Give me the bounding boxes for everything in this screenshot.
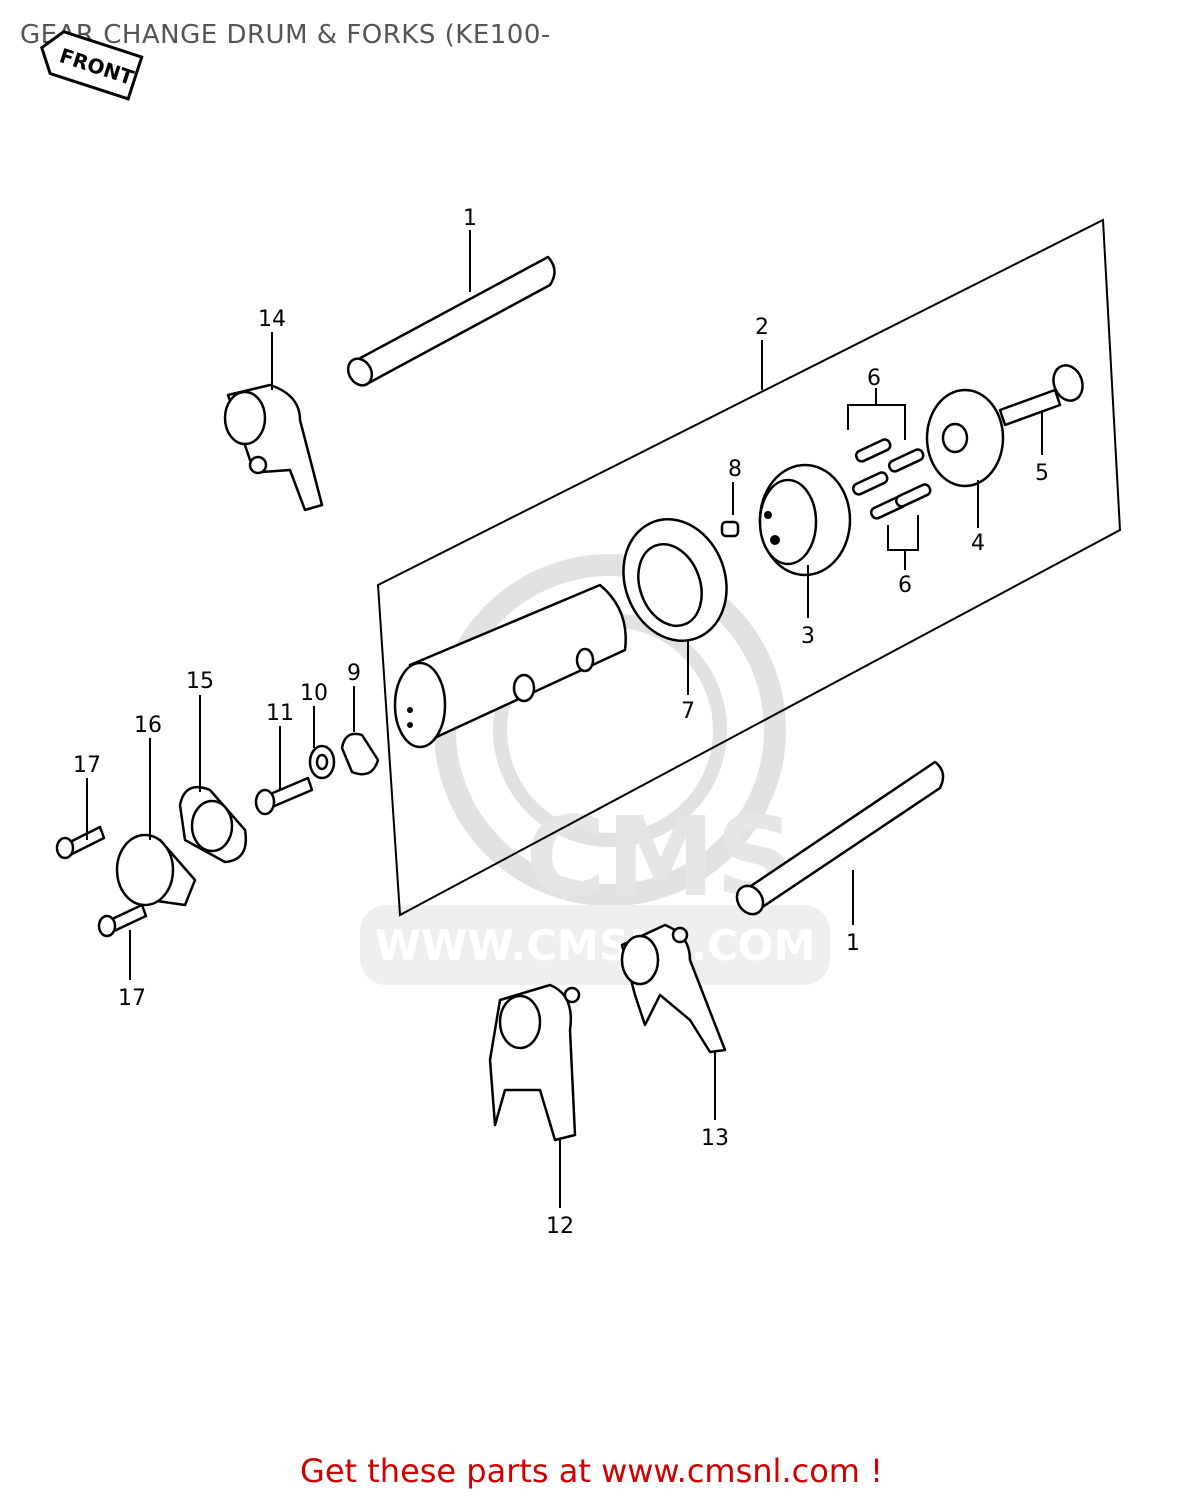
shift-rod-lower	[735, 760, 945, 916]
callout-2: 2	[755, 315, 769, 340]
stopper-9	[340, 732, 380, 776]
callout-13: 13	[701, 1126, 729, 1151]
plate-4	[925, 388, 1005, 488]
callout-4: 4	[971, 531, 985, 556]
callout-8: 8	[728, 457, 742, 482]
callout-17-lower: 17	[118, 986, 146, 1011]
callout-labels: 1 1 2 3 4 5 6 6 7 8 9 10 11 12 13 14 15 …	[73, 206, 1049, 1239]
footer-cta-link[interactable]: Get these parts at www.cmsnl.com !	[300, 1452, 883, 1490]
callout-17-upper: 17	[73, 753, 101, 778]
shift-fork-14	[223, 383, 324, 512]
callout-5: 5	[1035, 461, 1049, 486]
drum-assembly-outline	[376, 218, 1122, 917]
cover-16	[115, 833, 197, 907]
callout-3: 3	[801, 624, 815, 649]
callout-1-lower: 1	[846, 931, 860, 956]
callout-15: 15	[186, 669, 214, 694]
pins-6	[847, 404, 932, 551]
callout-1-upper: 1	[463, 206, 477, 231]
bolt-11	[254, 776, 314, 816]
ball-bearing-7	[622, 518, 728, 642]
callout-14: 14	[258, 307, 286, 332]
gear-change-drum	[393, 583, 627, 749]
callout-12: 12	[546, 1214, 574, 1239]
callout-6-lower: 6	[898, 573, 912, 598]
callout-11: 11	[266, 701, 294, 726]
front-arrow-icon: FRONT	[39, 30, 144, 101]
shift-rod-upper	[346, 255, 556, 387]
callout-10: 10	[300, 681, 328, 706]
leader-lines	[86, 230, 1043, 1208]
callout-16: 16	[134, 713, 162, 738]
gasket-15	[178, 785, 248, 864]
bolt-5	[998, 364, 1084, 427]
callout-6-upper: 6	[867, 366, 881, 391]
callout-9: 9	[347, 661, 361, 686]
screw-17-lower	[97, 903, 148, 938]
change-drum-cam-3	[758, 463, 852, 577]
pin-8	[720, 520, 740, 538]
shift-fork-13	[620, 923, 727, 1054]
washer-10	[308, 744, 336, 780]
screw-17-upper	[55, 825, 106, 860]
shift-fork-12	[488, 983, 581, 1142]
callout-7: 7	[681, 699, 695, 724]
watermark-url: WWW.CMSNL.COM	[375, 921, 816, 970]
exploded-parts-diagram: CMS WWW.CMSNL.COM FRONT	[39, 30, 1122, 1239]
